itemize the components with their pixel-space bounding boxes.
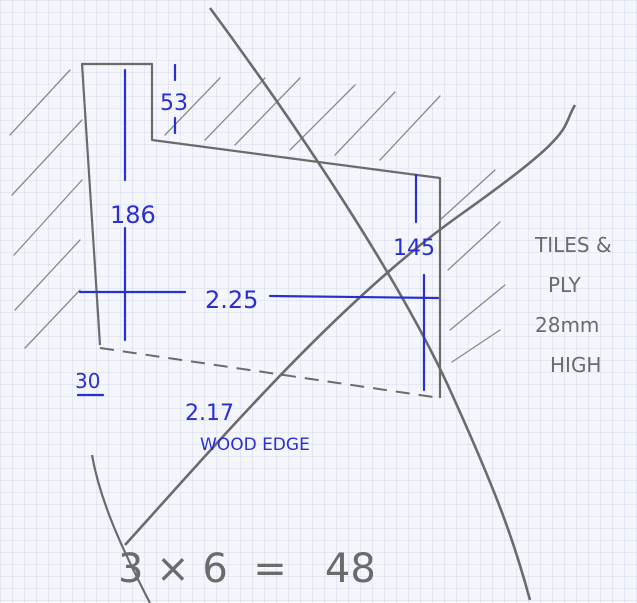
dashed-wood-edge-line [99, 347, 441, 399]
side-note-line-3: 28mm [535, 313, 599, 337]
curve-left-to-top-right [124, 104, 577, 546]
width-label: 2.25 [205, 286, 258, 314]
wood-edge-label: WOOD EDGE [200, 435, 310, 455]
dimension-lines [76, 63, 440, 397]
side-note-line-4: HIGH [550, 353, 601, 377]
room-outline [80, 62, 442, 398]
offset-label: 30 [75, 369, 100, 393]
curve-top-to-bottom-right [208, 7, 532, 601]
left-height-label: 186 [110, 201, 156, 229]
curve-bottom-left [90, 454, 151, 603]
notch-height-label: 53 [160, 91, 188, 116]
calculation-text: 3 × 6 = 48 [118, 546, 376, 592]
width-line-right [268, 294, 440, 300]
side-note-line-1: TILES & [534, 233, 612, 257]
right-height-label: 145 [393, 236, 435, 261]
side-note-line-2: PLY [548, 273, 582, 297]
bottom-length-label: 2.17 [185, 401, 234, 426]
